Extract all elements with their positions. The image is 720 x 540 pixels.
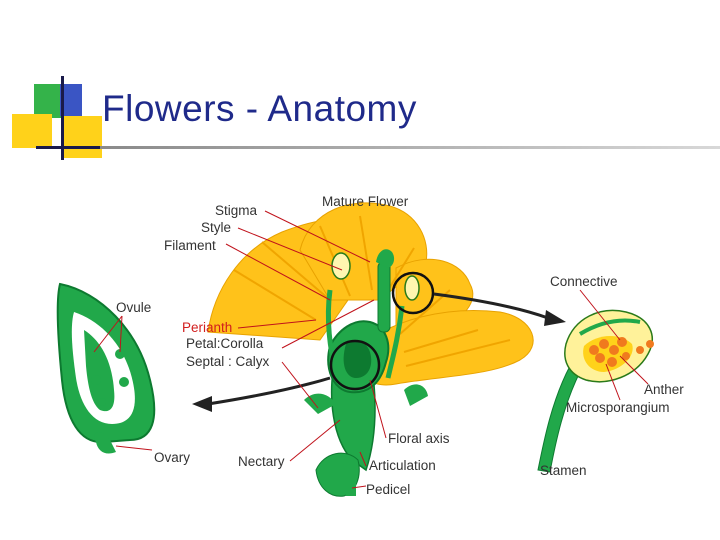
detail-arrows	[192, 292, 566, 412]
title-underline	[100, 146, 720, 149]
label-ovary: Ovary	[154, 450, 190, 465]
label-perianth: Perianth	[182, 320, 232, 335]
label-nectary: Nectary	[238, 454, 285, 469]
title-decor-vertical-line	[61, 76, 64, 160]
title-decor-yellow-square-2	[62, 116, 102, 158]
label-filament: Filament	[164, 238, 216, 253]
label-mature-flower: Mature Flower	[322, 194, 409, 209]
label-septal-calyx: Septal : Calyx	[186, 354, 270, 369]
label-pedicel: Pedicel	[366, 482, 410, 497]
label-floral-axis: Floral axis	[388, 431, 450, 446]
label-connective: Connective	[550, 274, 618, 289]
label-stamen: Stamen	[540, 463, 587, 478]
title-decor-horizontal-line	[36, 146, 106, 149]
ovary-detail-circle	[329, 339, 381, 391]
title-decor-blue-square	[60, 84, 82, 116]
label-ovule: Ovule	[116, 300, 151, 315]
stamen-detail	[537, 309, 654, 473]
label-petal-corolla: Petal:Corolla	[186, 336, 264, 351]
flower-stamens	[325, 252, 420, 379]
label-microsporangium: Microsporangium	[566, 400, 670, 415]
label-style: Style	[201, 220, 231, 235]
ovary-cross-section	[56, 282, 156, 454]
pointer-lines	[93, 210, 649, 489]
label-articulation: Articulation	[369, 458, 436, 473]
title-decor-yellow-square	[12, 114, 52, 148]
flower-receptacle	[304, 249, 428, 497]
label-stigma: Stigma	[215, 203, 258, 218]
label-anther: Anther	[644, 382, 684, 397]
anther-detail-circle	[391, 271, 435, 315]
slide-title: Flowers - Anatomy	[102, 88, 417, 129]
